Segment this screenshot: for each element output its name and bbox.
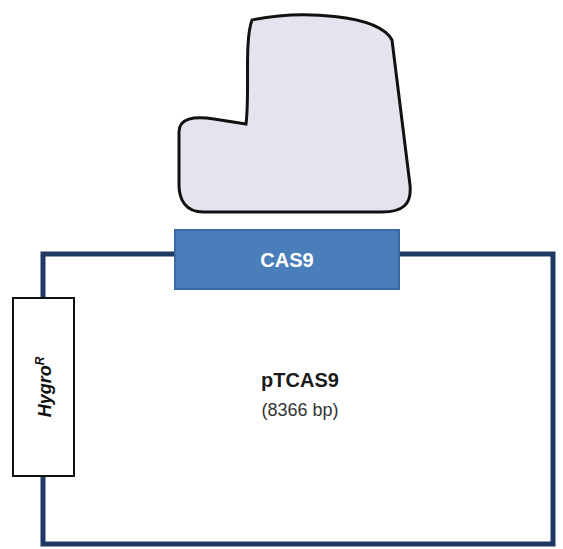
gene-box: CAS9 bbox=[174, 229, 400, 290]
gene-label: HygroR bbox=[32, 357, 55, 418]
gene-box: HygroR bbox=[12, 297, 75, 477]
plasmid-name: pTCAS9 bbox=[261, 369, 339, 392]
plasmid-size: (8366 bp) bbox=[261, 400, 338, 421]
plasmid-backbone bbox=[43, 254, 553, 544]
plasmid-label-area: pTCAS9 (8366 bp) bbox=[150, 360, 450, 440]
gene-label: CAS9 bbox=[260, 248, 313, 271]
superscript: R bbox=[32, 357, 46, 366]
cas9-protein-shape bbox=[179, 15, 410, 212]
